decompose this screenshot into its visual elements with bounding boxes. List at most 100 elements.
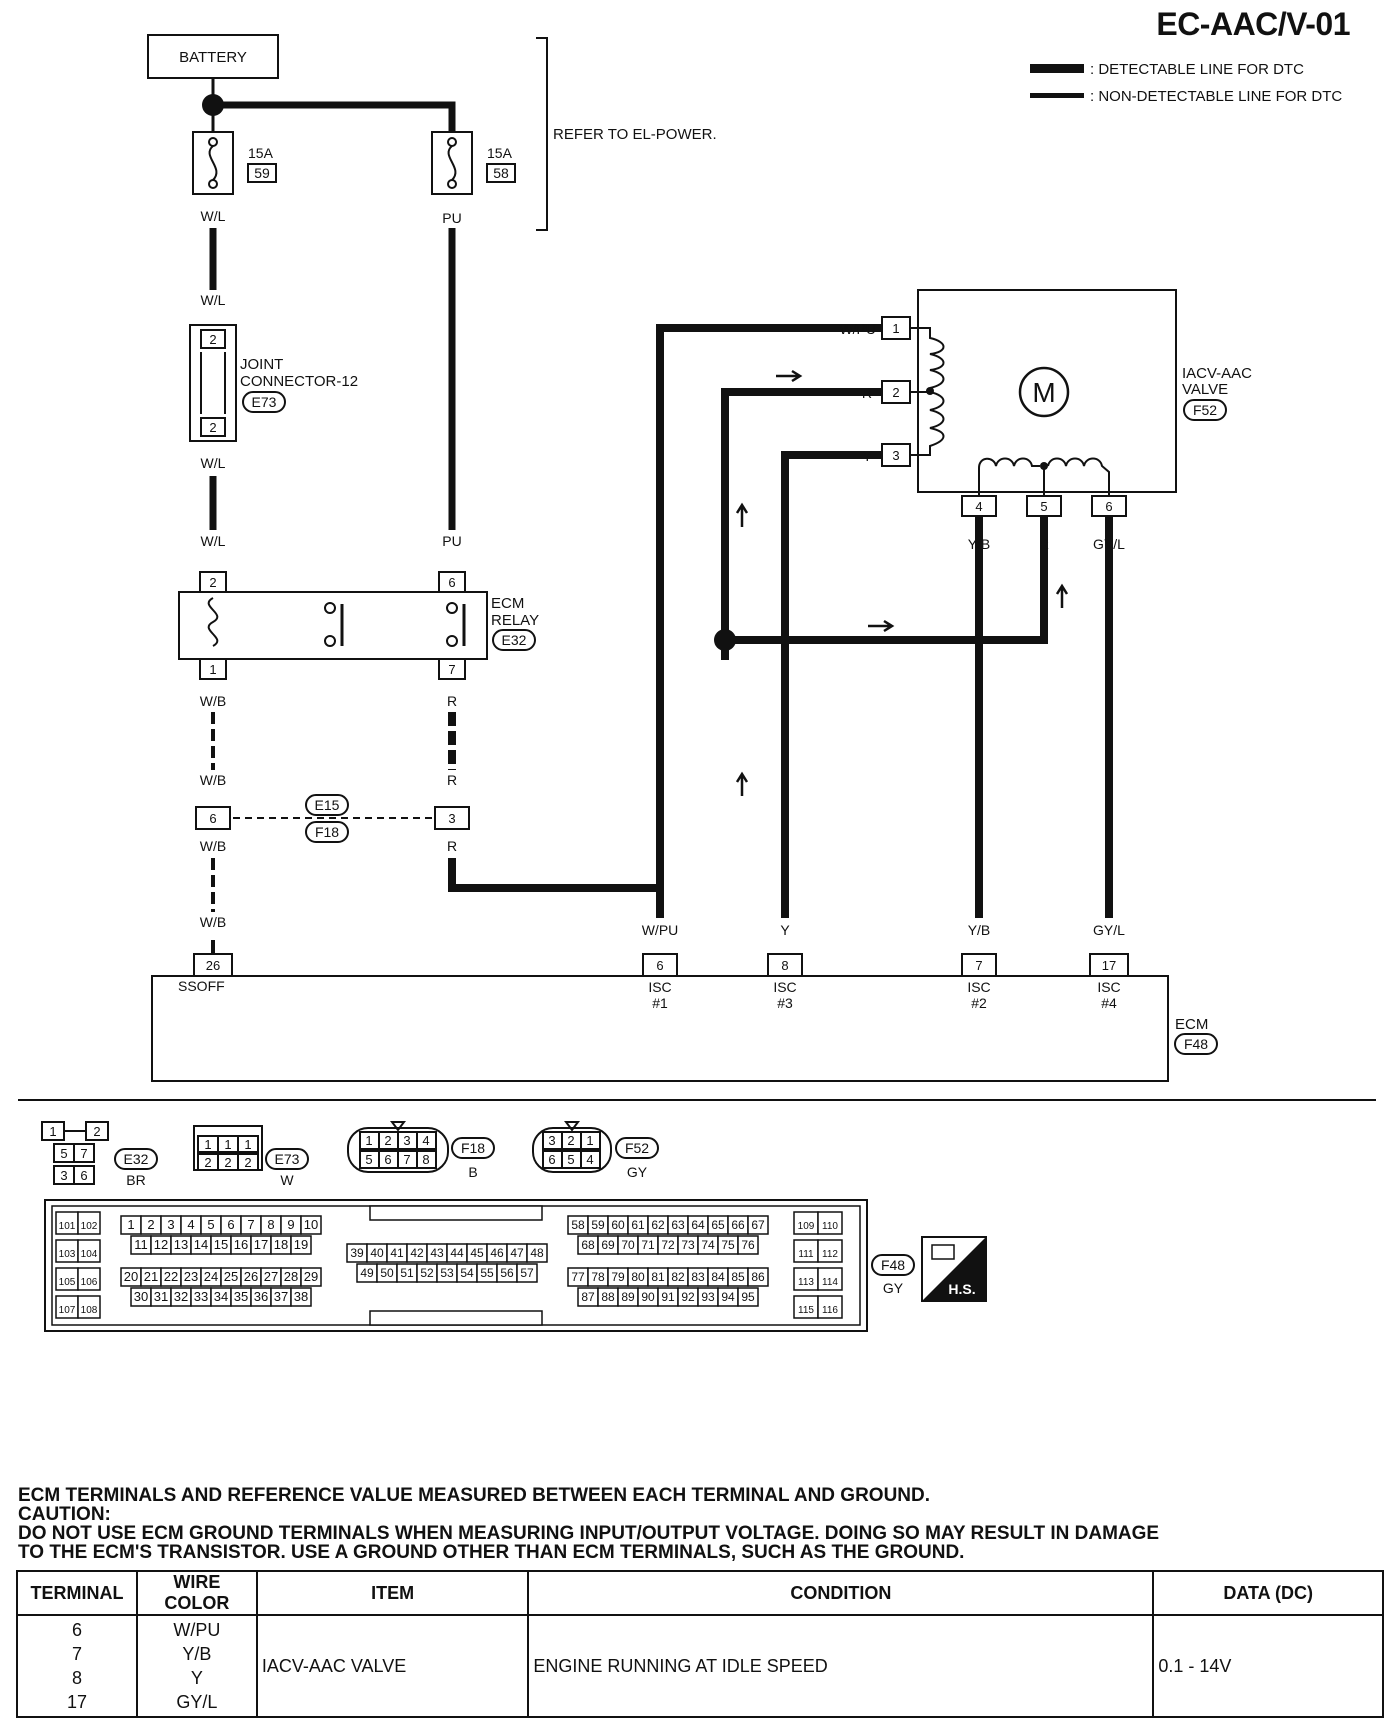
wire-label-y: Y — [863, 448, 873, 464]
ecm-pin-number: 18 — [274, 1237, 288, 1252]
svg-text:8: 8 — [422, 1152, 429, 1167]
ecm-pin-number: 35 — [234, 1289, 248, 1304]
valve-pin-1: 1 — [892, 321, 899, 336]
ecm-pin-number: 91 — [661, 1290, 675, 1304]
wire-label-wb: W/B — [200, 772, 226, 788]
svg-text:7: 7 — [80, 1146, 87, 1161]
ecm-pin-number: 107 — [59, 1305, 76, 1316]
cell-terminals: 6 7 8 17 — [16, 1614, 138, 1718]
caution-notes: ECM TERMINALS AND REFERENCE VALUE MEASUR… — [18, 1486, 1378, 1562]
ecm-label-isc2: ISC — [967, 979, 990, 995]
f48-code: F48 — [1184, 1036, 1208, 1052]
ecm-pin-number: 63 — [671, 1218, 685, 1232]
ecm-pin-number: 83 — [691, 1270, 705, 1284]
header-terminal: TERMINAL — [16, 1570, 138, 1616]
ecm-pin-number: 101 — [59, 1221, 76, 1232]
ecm-name: ECM — [1175, 1016, 1208, 1033]
ecm-pin-number: 34 — [214, 1289, 228, 1304]
relay-pin-7: 7 — [448, 662, 455, 677]
svg-text:1: 1 — [49, 1124, 56, 1139]
fuse-59-amp: 15A — [248, 145, 274, 161]
ecm-pin-number: 38 — [294, 1289, 308, 1304]
f52-color: GY — [627, 1164, 648, 1180]
ecm-label-isc1: ISC — [648, 979, 671, 995]
ecm-pin-number: 19 — [294, 1237, 308, 1252]
ecm-pin-number: 3 — [167, 1217, 174, 1232]
ecm-pin-number: 78 — [591, 1270, 605, 1284]
ecm-pin-number: 55 — [480, 1266, 494, 1280]
legend-detectable-swatch — [1030, 64, 1084, 73]
ecm-pin-number: 15 — [214, 1237, 228, 1252]
wire-label-wl: W/L — [201, 455, 226, 471]
valve-pin-4: 4 — [975, 499, 982, 514]
svg-text:1: 1 — [365, 1133, 372, 1148]
ecm-pin-cell — [290, 1235, 312, 1255]
ecm-pin-number: 26 — [244, 1269, 258, 1284]
ecm-pin-number: 10 — [304, 1217, 318, 1232]
ecm-pin-number: 103 — [59, 1249, 76, 1260]
f52-face-code: F52 — [625, 1140, 649, 1156]
e32-face-code: E32 — [124, 1151, 149, 1167]
wire-label-y: Y — [780, 922, 790, 938]
svg-text:1: 1 — [244, 1137, 251, 1152]
ecm-pin-cell — [737, 1235, 759, 1255]
battery-label: BATTERY — [179, 49, 247, 66]
wire-label-r: R — [447, 772, 457, 788]
ecm-pin-cell — [817, 1211, 843, 1235]
ecm-pin-number: 68 — [581, 1238, 595, 1252]
ecm-pin-number: 31 — [154, 1289, 168, 1304]
svg-text:4: 4 — [422, 1133, 429, 1148]
svg-text:5: 5 — [60, 1146, 67, 1161]
notes-line-1: ECM TERMINALS AND REFERENCE VALUE MEASUR… — [18, 1485, 931, 1506]
ecm-pin-cell — [516, 1263, 538, 1283]
header-data: DATA (DC) — [1152, 1570, 1384, 1616]
ecm-pin-cell — [300, 1215, 322, 1235]
ecm-pin-number: 111 — [798, 1249, 814, 1260]
wire-label-yb: Y/B — [968, 922, 991, 938]
ecm-pin-number: 115 — [798, 1305, 814, 1316]
wire-label-wl: W/L — [201, 533, 226, 549]
svg-text:7: 7 — [403, 1152, 410, 1167]
svg-text:2: 2 — [224, 1155, 231, 1170]
notes-line-2: CAUTION: — [18, 1504, 111, 1525]
ecm-pin-number: 46 — [490, 1246, 504, 1260]
ecm-pin-cell — [817, 1239, 843, 1263]
ecm-pin-number: 16 — [234, 1237, 248, 1252]
ecm-pin-number: 67 — [751, 1218, 765, 1232]
ecm-pin-number: 94 — [721, 1290, 735, 1304]
wire-label-r: R — [447, 693, 457, 709]
ecm-pin-number: 6 — [227, 1217, 234, 1232]
ecm-pin-17: 17 — [1102, 958, 1116, 973]
ecm-pin-cell — [747, 1215, 769, 1235]
ecm-pin-number: 41 — [390, 1246, 404, 1260]
ecm-pin-number: 43 — [430, 1246, 444, 1260]
ecm-pin-number: 8 — [267, 1217, 274, 1232]
ecm-pin-number: 106 — [81, 1277, 98, 1288]
ecm-pin-number: 1 — [127, 1217, 134, 1232]
ecm-pin-number: 90 — [641, 1290, 655, 1304]
ecm-pin-number: 57 — [520, 1266, 534, 1280]
joint-connector-name2: CONNECTOR-12 — [240, 373, 358, 390]
ecm-pin-number: 50 — [380, 1266, 394, 1280]
valve-pin-2: 2 — [892, 385, 899, 400]
valve-pin-5: 5 — [1040, 499, 1047, 514]
e15-code: E15 — [315, 797, 340, 813]
e73-pin-top: 2 — [209, 332, 216, 347]
ecm-pin-number: 59 — [591, 1218, 605, 1232]
ecm-pin-number: 21 — [144, 1269, 158, 1284]
ecm-label-isc4: ISC — [1097, 979, 1120, 995]
power-reference: REFER TO EL-POWER. — [553, 126, 717, 143]
ecm-pin-number: 66 — [731, 1218, 745, 1232]
wire-label-r: R — [447, 838, 457, 854]
ecm-pin-number: 114 — [822, 1277, 838, 1288]
ecm-pin-number: 9 — [287, 1217, 294, 1232]
svg-text:6: 6 — [548, 1152, 555, 1167]
ecm-pin-number: 73 — [681, 1238, 695, 1252]
battery: BATTERY — [147, 34, 279, 79]
ecm-pin-number: 65 — [711, 1218, 725, 1232]
ecm-pin-cell — [737, 1287, 759, 1307]
ecm-pin-number: 14 — [194, 1237, 208, 1252]
ecm-pin-8: 8 — [781, 958, 788, 973]
connector-face-e73: 1 1 1 2 2 2 E73 W — [193, 1125, 309, 1188]
page-title: EC-AAC/V-01 — [1156, 6, 1350, 42]
